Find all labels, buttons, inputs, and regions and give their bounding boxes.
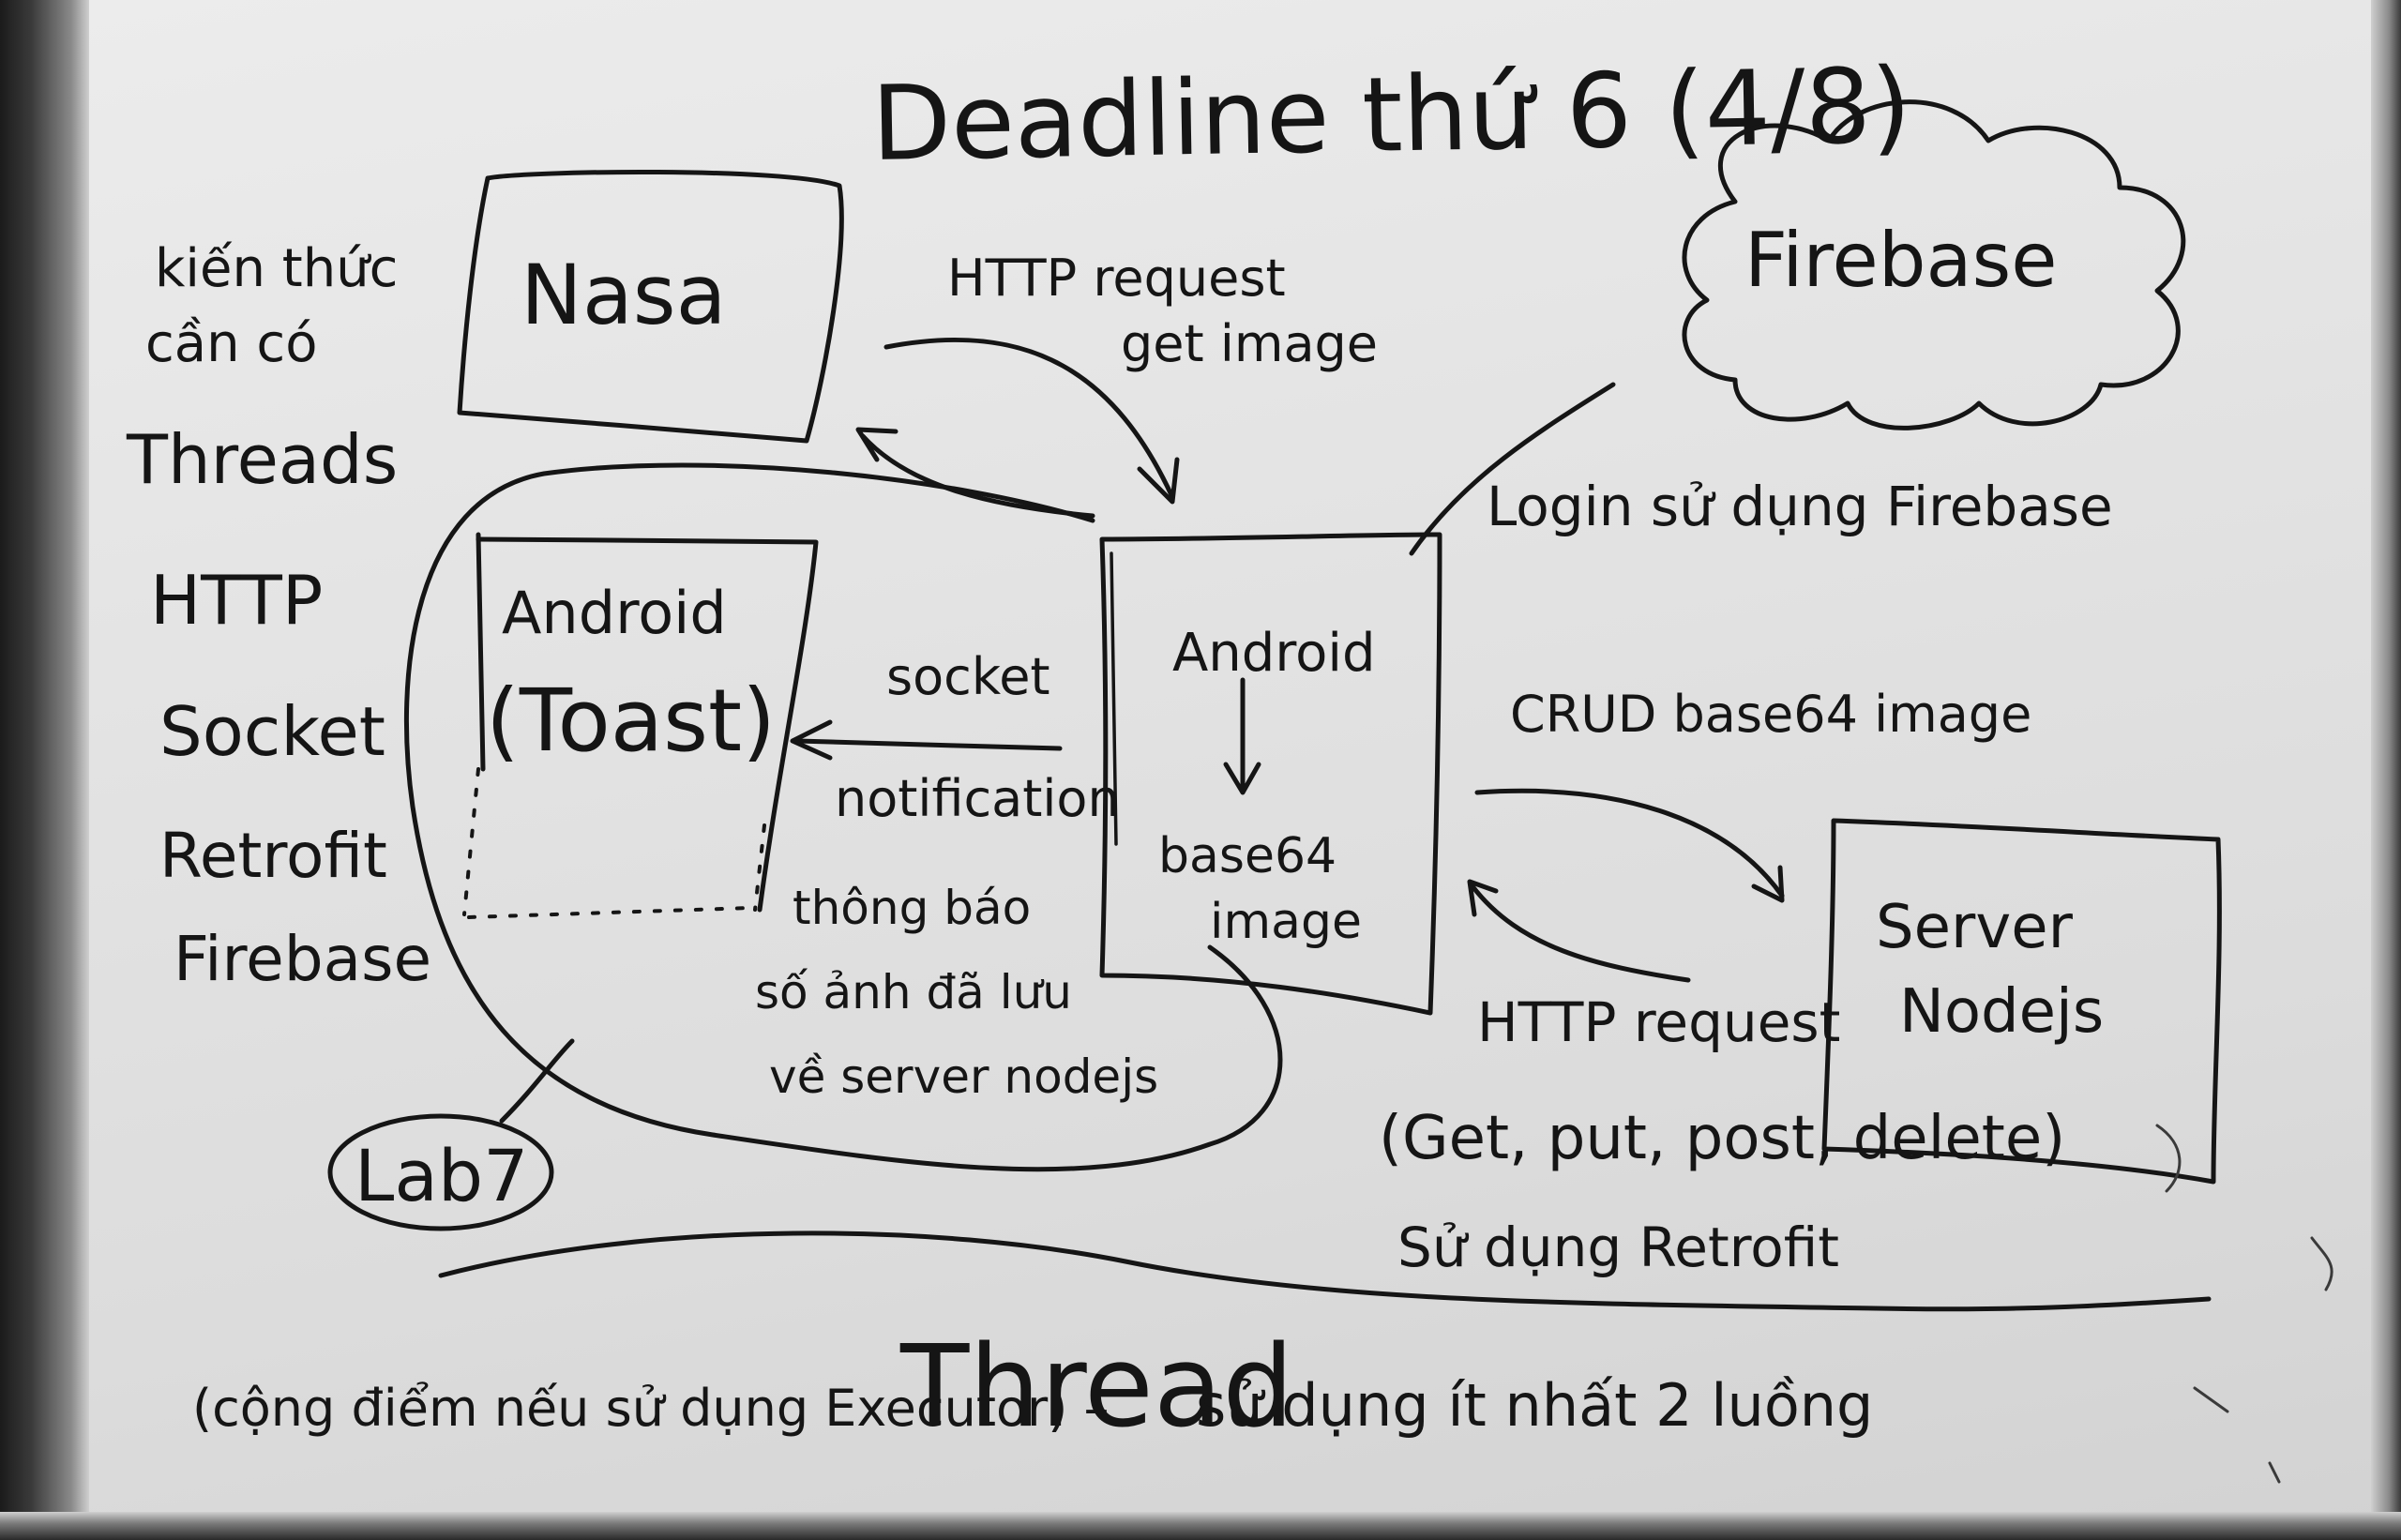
lab7-ellipse [327, 1113, 554, 1231]
lab7-loop [404, 462, 1283, 1172]
arrow-android-to-server-head [1751, 865, 1785, 903]
arrow-nasa-to-android-head [1137, 457, 1180, 505]
knowledge-item-http: HTTP [150, 561, 323, 640]
notification-label: notification [835, 769, 1120, 828]
line-android-to-firebase [1409, 382, 1616, 556]
bottom-note-left: (cộng điểm nếu sử dụng Executor) – [192, 1379, 1109, 1438]
arrow-nasa-to-android [883, 338, 1175, 500]
android-center-down-arrow-head [1223, 762, 1261, 795]
crud-label: CRUD base64 image [1510, 685, 2031, 744]
board-title: Deadline thứ 6 (4/8) [870, 46, 1912, 184]
server-arrow-label-line2: (Get, put, post, delete) [1379, 1104, 2065, 1173]
smudge-marks [2155, 1124, 2333, 1484]
bottom-note-thread: Thread [899, 1322, 1294, 1453]
android-left-box-dashed-bottom [467, 906, 752, 919]
nasa-label: Nasa [521, 247, 727, 343]
nasa-arrow-label-line2: get image [1121, 314, 1378, 373]
android-left-toast-label: (Toast) [486, 671, 776, 771]
nasa-box [457, 169, 844, 444]
server-box [1821, 818, 2222, 1185]
knowledge-item-firebase: Firebase [174, 923, 431, 995]
android-center-box-inner-line [1110, 551, 1118, 846]
whiteboard-frame-bottom [0, 1512, 2401, 1540]
arrow-socket-notification [794, 738, 1063, 751]
android-center-image-label: image [1210, 894, 1362, 950]
separator-wave [438, 1230, 2212, 1312]
socket-label: socket [886, 647, 1050, 706]
android-left-box-dashed-right [753, 823, 766, 912]
android-center-base64-label: base64 [1158, 828, 1336, 884]
server-label-line2: Nodejs [1899, 977, 2104, 1047]
server-arrow-label-line1: HTTP request [1477, 990, 1840, 1054]
firebase-cloud [1682, 99, 2186, 430]
server-label-line1: Server [1876, 893, 2074, 962]
android-left-box-left [476, 532, 486, 772]
server-arrow-label-line3: Sử dụng Retrofit [1397, 1215, 1839, 1279]
nasa-arrow-label-line1: HTTP request [947, 249, 1286, 308]
notify-text-line3: về server nodejs [769, 1049, 1158, 1104]
arrow-server-to-android-head [1467, 879, 1499, 917]
arrow-android-to-server [1474, 788, 1785, 898]
android-left-label: Android [502, 579, 727, 647]
arrow-android-to-nasa-head [855, 427, 898, 462]
knowledge-heading-line2: cần có [145, 313, 317, 374]
android-center-box [1099, 532, 1442, 1016]
knowledge-item-socket: Socket [159, 692, 385, 771]
lab7-label: Lab7 [355, 1134, 529, 1217]
whiteboard-frame-left [0, 0, 89, 1540]
lab7-connector [499, 1038, 575, 1124]
firebase-login-label: Login sử dụng Firebase [1487, 475, 2113, 538]
arrow-server-to-android [1470, 883, 1691, 983]
android-left-box-top [476, 536, 819, 913]
notify-text-line1: thông báo [793, 881, 1031, 935]
knowledge-heading-line1: kiến thức [155, 238, 398, 299]
bottom-note-right: sử dụng ít nhất 2 luồng [1196, 1371, 1873, 1440]
arrow-socket-notification-head [790, 719, 833, 761]
knowledge-item-retrofit: Retrofit [159, 820, 387, 892]
knowledge-item-threads: Threads [126, 420, 398, 499]
android-center-label: Android [1172, 623, 1376, 684]
arrow-android-to-nasa [860, 433, 1095, 519]
android-left-box-dashed-left [462, 767, 480, 916]
whiteboard-frame-right [2371, 0, 2401, 1540]
firebase-label: Firebase [1744, 217, 2057, 304]
notify-text-line2: số ảnh đã lưu [755, 965, 1072, 1019]
